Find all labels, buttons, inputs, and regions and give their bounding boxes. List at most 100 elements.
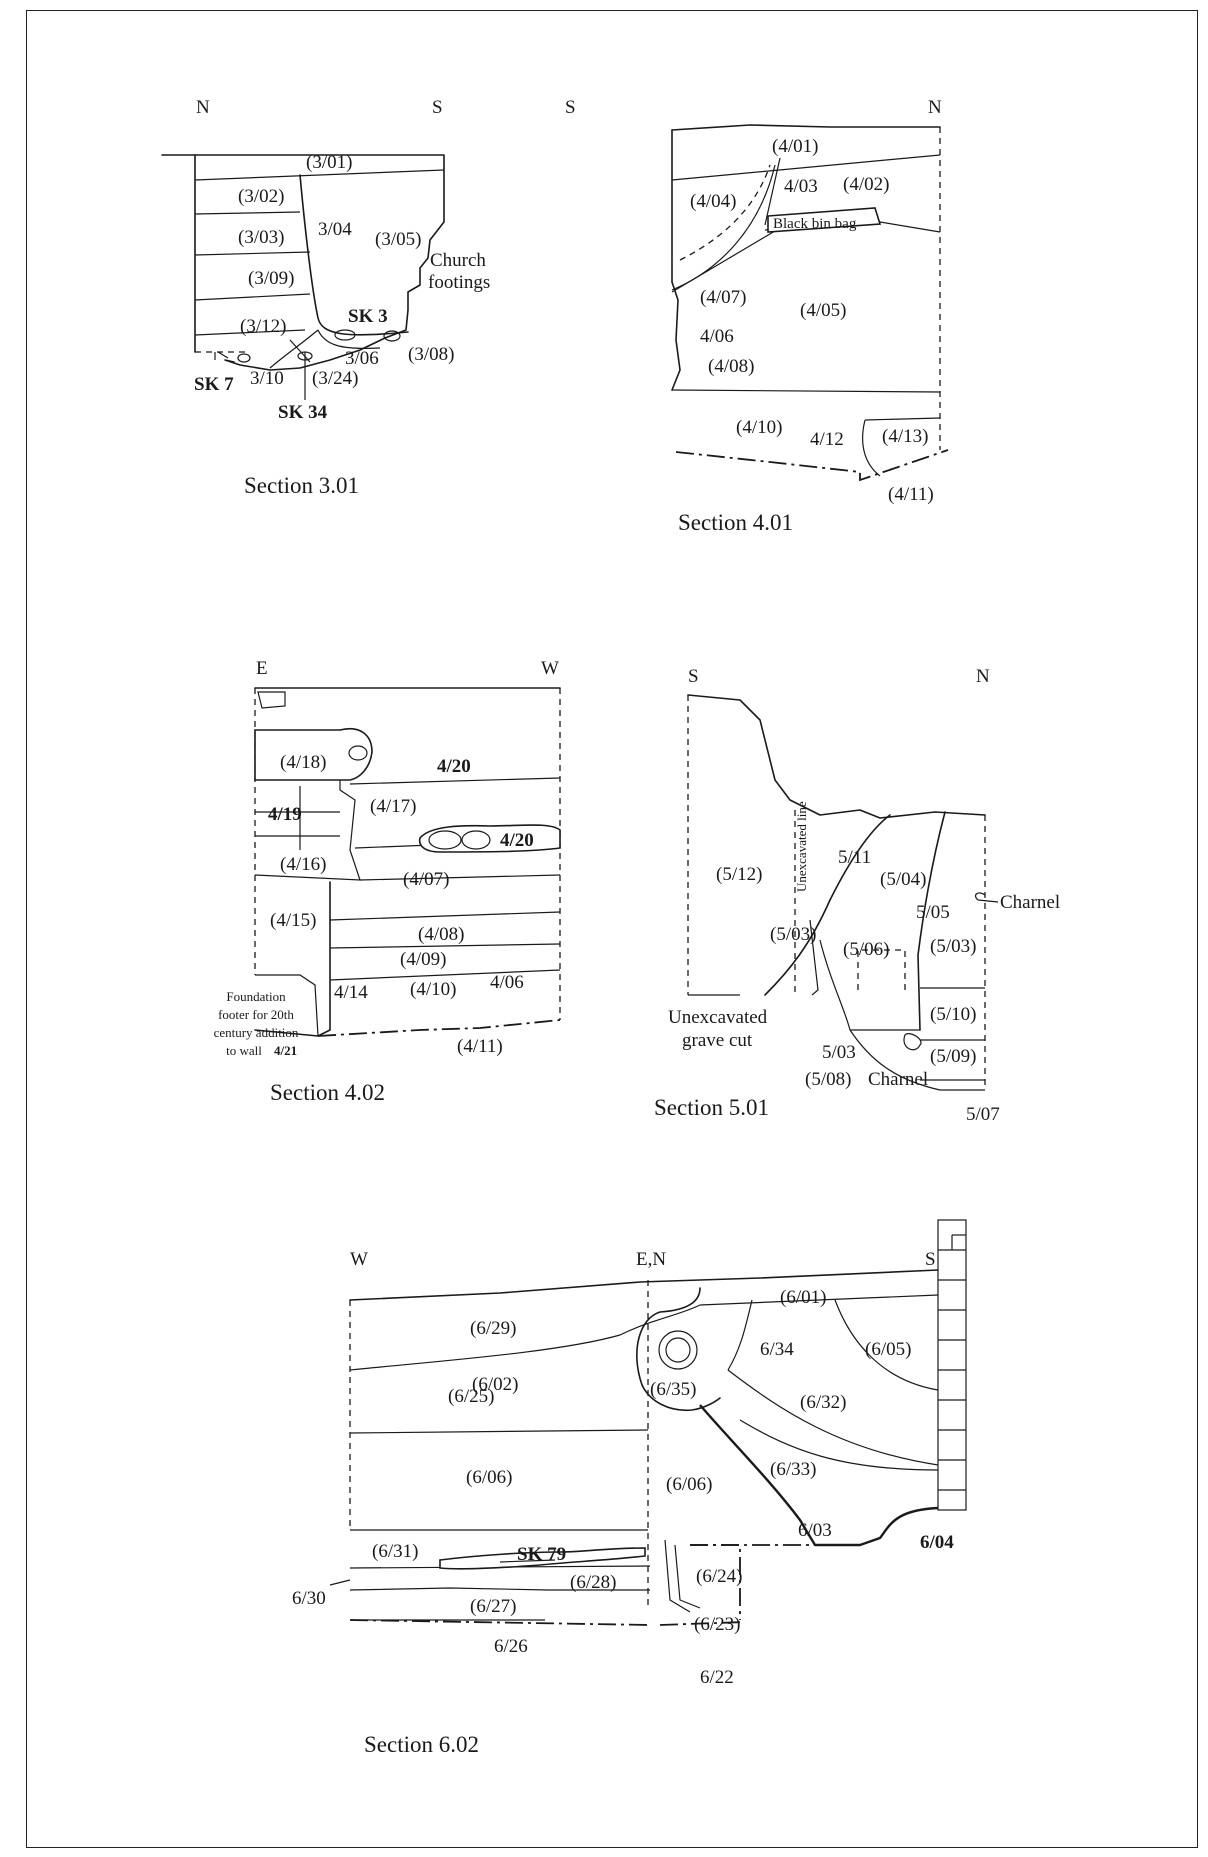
section-caption: Section 3.01 <box>244 473 359 498</box>
context-label: 6/22 <box>700 1667 734 1688</box>
context-label: (4/13) <box>882 426 928 447</box>
orient-n: N <box>928 97 942 118</box>
context-label: 6/30 <box>292 1588 326 1609</box>
orient-n: N <box>976 666 990 687</box>
context-label: (3/08) <box>408 344 454 365</box>
orient-w: W <box>541 658 559 679</box>
context-label: (6/23) <box>694 1614 740 1635</box>
orient-s: S <box>565 97 576 118</box>
context-label: (4/17) <box>370 796 416 817</box>
context-label: (6/27) <box>470 1596 516 1617</box>
section-6-02: W E,N S (6/01) (6/29) 6/34 (6/05) (6/25)… <box>292 1219 967 1757</box>
foundation-note: to wall <box>226 1043 262 1058</box>
context-label: (6/32) <box>800 1392 846 1413</box>
section-caption: Section 4.02 <box>270 1080 385 1105</box>
context-label: (4/08) <box>418 924 464 945</box>
context-label: (5/04) <box>880 869 926 890</box>
church-note: Church <box>430 250 486 271</box>
orient-w: W <box>350 1249 368 1270</box>
context-label: (5/09) <box>930 1046 976 1067</box>
orient-s: S <box>432 97 443 118</box>
context-label: 4/06 <box>700 326 734 347</box>
context-label: 6/03 <box>798 1520 832 1541</box>
context-label: (6/28) <box>570 1572 616 1593</box>
context-label: (5/08) <box>805 1069 851 1090</box>
context-label: (3/05) <box>375 229 421 250</box>
orient-e: E <box>256 658 268 679</box>
context-label: (5/10) <box>930 1004 976 1025</box>
context-label: (4/07) <box>403 869 449 890</box>
foundation-note-wall: 4/21 <box>274 1043 297 1058</box>
section-5-01: S N (5/12) 5/11 (5/04) 5/05 Charnel (5/0… <box>654 666 1060 1125</box>
foundation-note: century addition <box>214 1025 299 1040</box>
context-label: (6/02) <box>472 1374 518 1395</box>
context-label: (3/09) <box>248 268 294 289</box>
context-label: 4/19 <box>268 804 302 825</box>
context-label: (6/06) <box>466 1467 512 1488</box>
section-caption: Section 6.02 <box>364 1732 479 1757</box>
context-label: 5/11 <box>838 847 871 868</box>
unexcavated-note: Unexcavated <box>668 1007 768 1028</box>
context-label: 3/04 <box>318 219 352 240</box>
context-label: (4/18) <box>280 752 326 773</box>
context-label: (4/10) <box>410 979 456 1000</box>
context-label: 6/04 <box>920 1532 954 1553</box>
context-label: (5/03) <box>770 924 816 945</box>
section-3-01: N S (3/01) (3/02) (3/03) 3/04 (3/05) (3/… <box>161 97 490 498</box>
context-label: (6/35) <box>650 1379 696 1400</box>
context-label: (4/01) <box>772 136 818 157</box>
context-label: (4/10) <box>736 417 782 438</box>
section-caption: Section 4.01 <box>678 510 793 535</box>
context-label: 3/10 <box>250 368 284 389</box>
context-label: (4/02) <box>843 174 889 195</box>
church-note: footings <box>428 272 490 293</box>
context-label: 4/06 <box>490 972 524 993</box>
context-label: 4/20 <box>437 756 471 777</box>
context-label: (6/01) <box>780 1287 826 1308</box>
context-label: (3/01) <box>306 152 352 173</box>
skeleton-label: SK 34 <box>278 402 328 423</box>
unexcavated-note: grave cut <box>682 1030 753 1051</box>
unexcavated-line-label: Unexcavated line <box>794 801 809 892</box>
orient-en: E,N <box>636 1249 666 1270</box>
charnel-label: Charnel <box>868 1069 928 1090</box>
bin-bag-label: Black bin bag <box>773 216 857 232</box>
context-label: (4/09) <box>400 949 446 970</box>
context-label: (4/04) <box>690 191 736 212</box>
sheet-border <box>26 10 1198 1848</box>
context-label: (4/15) <box>270 910 316 931</box>
context-label: 4/20 <box>500 830 534 851</box>
context-label: (5/03) <box>930 936 976 957</box>
brick-wall <box>937 1219 967 1511</box>
context-label: (4/07) <box>700 287 746 308</box>
foundation-note: footer for 20th <box>218 1007 294 1022</box>
section-4-02: E W (4/18) 4/20 4/19 (4/17) 4/20 (4/16) … <box>214 658 561 1105</box>
context-label: 5/03 <box>822 1042 856 1063</box>
context-label: 4/14 <box>334 982 368 1003</box>
context-label: (6/25) <box>448 1386 494 1407</box>
context-label: (6/06) <box>666 1474 712 1495</box>
context-label: 5/05 <box>916 902 950 923</box>
context-label: 4/03 <box>784 176 818 197</box>
context-label: (3/02) <box>238 186 284 207</box>
charnel-label: Charnel <box>1000 892 1060 913</box>
context-label: (5/12) <box>716 864 762 885</box>
skeleton-label: SK 3 <box>348 306 388 327</box>
context-label: (6/05) <box>865 1339 911 1360</box>
foundation-note: Foundation <box>226 989 286 1004</box>
context-label: 3/06 <box>345 348 379 369</box>
skeleton-label: SK 79 <box>517 1544 566 1565</box>
context-label: 5/07 <box>966 1104 1000 1125</box>
context-label: 4/12 <box>810 429 844 450</box>
context-label: (3/12) <box>240 316 286 337</box>
context-label: 6/34 <box>760 1339 794 1360</box>
context-label: (4/11) <box>888 484 934 505</box>
orient-s: S <box>925 1249 936 1270</box>
orient-s: S <box>688 666 699 687</box>
context-label: (4/11) <box>457 1036 503 1057</box>
orient-n: N <box>196 97 210 118</box>
context-label: (6/24) <box>696 1566 742 1587</box>
context-label: (5/06) <box>843 939 889 960</box>
